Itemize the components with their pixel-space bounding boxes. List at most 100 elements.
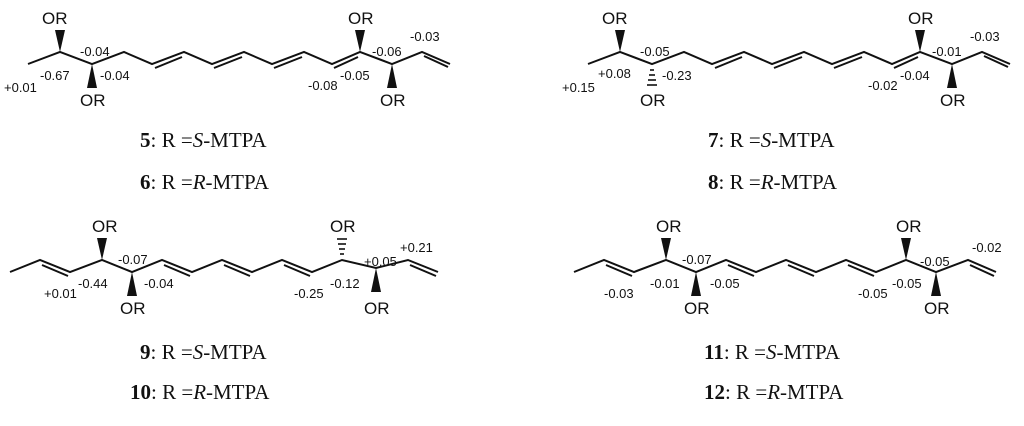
compound-number: 9	[140, 340, 151, 364]
delta-label: +0.15	[562, 80, 595, 95]
double-bond	[163, 264, 191, 277]
double-bond	[727, 264, 755, 277]
delta-labels-11: -0.02 -0.07 -0.05 -0.01 -0.03 -0.05 -0.0…	[604, 240, 1002, 301]
or-labels-5: OR OR OR OR	[42, 9, 406, 110]
delta-labels-5: -0.03 -0.04 -0.04 -0.67 +0.01 -0.06 -0.0…	[4, 29, 440, 95]
or-label: OR	[896, 217, 922, 236]
double-bond	[154, 56, 183, 69]
delta-label: +0.21	[400, 240, 433, 255]
delta-label: -0.03	[410, 29, 440, 44]
caption-7: 7: R =S-MTPA	[708, 128, 835, 152]
double-bond	[273, 56, 303, 69]
or-labels-9: OR OR OR OR	[92, 217, 390, 318]
stereo-wedges-11	[661, 238, 941, 296]
double-bond	[283, 264, 311, 277]
delta-label: -0.04	[900, 68, 930, 83]
caption-9: 9: R =S-MTPA	[140, 340, 267, 364]
wedge-bond	[371, 268, 381, 292]
delta-label: -0.12	[330, 276, 360, 291]
or-labels-7: OR OR OR OR	[602, 9, 966, 110]
delta-label: -0.23	[662, 68, 692, 83]
delta-label: +0.08	[598, 66, 631, 81]
caption-12: 12: R =R-MTPA	[704, 380, 844, 404]
caption-5: 5: R =S-MTPA	[140, 128, 267, 152]
wedge-bond	[915, 30, 925, 52]
wedge-bond	[55, 30, 65, 52]
double-bond	[41, 264, 69, 277]
delta-label: +0.01	[44, 286, 77, 301]
backbone	[27, 50, 451, 66]
double-bond	[223, 264, 251, 277]
or-label: OR	[656, 217, 682, 236]
or-label: OR	[330, 217, 356, 236]
structure-5-6	[27, 50, 451, 69]
delta-label: -0.02	[868, 78, 898, 93]
hashed-bond-9	[337, 238, 347, 255]
compound-number: 12	[704, 380, 725, 404]
or-label: OR	[684, 299, 710, 318]
or-label: OR	[92, 217, 118, 236]
delta-label: -0.01	[650, 276, 680, 291]
delta-label: -0.04	[80, 44, 110, 59]
wedge-bond	[97, 238, 107, 260]
caption-11: 11: R =S-MTPA	[704, 340, 840, 364]
wedge-bond	[387, 64, 397, 88]
wedge-bond	[615, 30, 625, 52]
wedge-bond	[661, 238, 671, 260]
or-label: OR	[348, 9, 374, 28]
double-bond	[773, 56, 803, 69]
double-bond	[333, 56, 359, 69]
wedge-bond	[947, 64, 957, 88]
compound-number: 5	[140, 128, 151, 152]
double-bond	[605, 264, 633, 277]
delta-labels-9: +0.21 -0.07 -0.04 -0.44 +0.01 +0.05 -0.1…	[44, 240, 433, 301]
delta-label: -0.05	[710, 276, 740, 291]
stereo-wedges-9	[97, 238, 381, 296]
delta-label: -0.03	[604, 286, 634, 301]
wedge-bond	[355, 30, 365, 52]
or-label: OR	[364, 299, 390, 318]
wedge-bond	[87, 64, 97, 88]
double-bond	[409, 264, 437, 277]
delta-label: +0.05	[364, 254, 397, 269]
compound-number: 11	[704, 340, 724, 364]
double-bond	[969, 264, 995, 277]
wedge-bond	[931, 272, 941, 296]
stereo-wedges-5	[55, 30, 397, 88]
double-bond	[213, 56, 243, 69]
or-label: OR	[924, 299, 950, 318]
delta-label: -0.25	[294, 286, 324, 301]
structure-7-8	[587, 50, 1011, 69]
delta-label: -0.05	[920, 254, 950, 269]
wedge-bond	[691, 272, 701, 296]
delta-label: -0.06	[372, 44, 402, 59]
structure-9-10	[9, 258, 439, 277]
or-label: OR	[908, 9, 934, 28]
double-bond	[833, 56, 863, 69]
backbone	[587, 50, 1011, 66]
delta-label: -0.44	[78, 276, 108, 291]
delta-label: -0.07	[118, 252, 148, 267]
delta-label: -0.04	[144, 276, 174, 291]
or-label: OR	[640, 91, 666, 110]
delta-labels-7: -0.03 -0.05 -0.23 +0.08 +0.15 -0.01 -0.0…	[562, 29, 1000, 95]
stereo-wedges-7	[615, 30, 957, 88]
wedge-bond	[901, 238, 911, 260]
delta-label: -0.08	[308, 78, 338, 93]
caption-6: 6: R =R-MTPA	[140, 170, 269, 194]
or-label: OR	[602, 9, 628, 28]
backbone	[573, 258, 997, 274]
delta-label: -0.01	[932, 44, 962, 59]
caption-10: 10: R =R-MTPA	[130, 380, 270, 404]
compound-number: 6	[140, 170, 151, 194]
delta-label: -0.05	[340, 68, 370, 83]
double-bond	[847, 264, 875, 277]
or-label: OR	[940, 91, 966, 110]
delta-label: -0.05	[640, 44, 670, 59]
compound-number: 7	[708, 128, 719, 152]
delta-label: -0.05	[858, 286, 888, 301]
delta-label: -0.04	[100, 68, 130, 83]
structure-11-12	[573, 258, 997, 277]
or-label: OR	[80, 91, 106, 110]
